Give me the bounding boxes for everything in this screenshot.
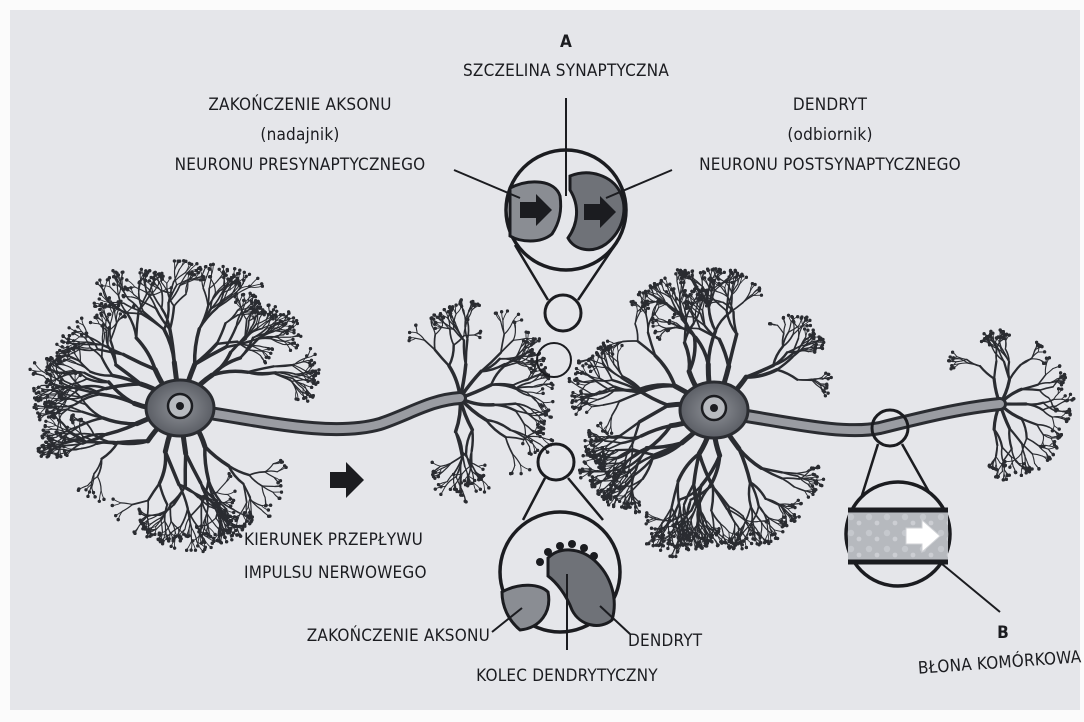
label-cell-membrane: BŁONA KOMÓRKOWA	[917, 645, 1082, 678]
marker-a: A	[560, 32, 572, 52]
label-axon-terminal-line3: NEURONU PRESYNAPTYCZNEGO	[175, 155, 426, 175]
marker-b: B	[997, 623, 1009, 643]
label-dendrite-line1: DENDRYT	[793, 95, 868, 115]
label-flow-line2: IMPULSU NERWOWEGO	[244, 563, 427, 583]
label-axon-terminal-line1: ZAKOŃCZENIE AKSONU	[208, 93, 391, 115]
postsynaptic-soma	[680, 382, 748, 438]
label-synaptic-cleft: SZCZELINA SYNAPTYCZNA	[463, 61, 669, 81]
presynaptic-neuron	[29, 259, 555, 553]
presynaptic-soma	[146, 380, 214, 436]
synapse-focus-circle-top	[545, 295, 581, 331]
postsynaptic-neuron	[568, 267, 1076, 558]
leader-membrane	[942, 564, 1000, 612]
synapse-focus-circle-bottom	[538, 444, 574, 480]
label-bottom-axon-terminal: ZAKOŃCZENIE AKSONU	[307, 624, 490, 646]
magnifier-synaptic-cleft	[506, 98, 626, 300]
label-flow-line1: KIERUNEK PRZEPŁYWU	[244, 530, 423, 550]
label-dendrite-line2: (odbiornik)	[787, 125, 872, 145]
magnifier-cell-membrane	[846, 444, 950, 586]
label-dendritic-spine: KOLEC DENDRYTYCZNY	[476, 666, 658, 686]
label-dendrite-line3: NEURONU POSTSYNAPTYCZNEGO	[699, 155, 961, 175]
label-bottom-dendrite: DENDRYT	[628, 631, 703, 651]
impulse-direction-arrow-icon	[330, 462, 364, 498]
label-axon-terminal-line2: (nadajnik)	[260, 125, 339, 145]
